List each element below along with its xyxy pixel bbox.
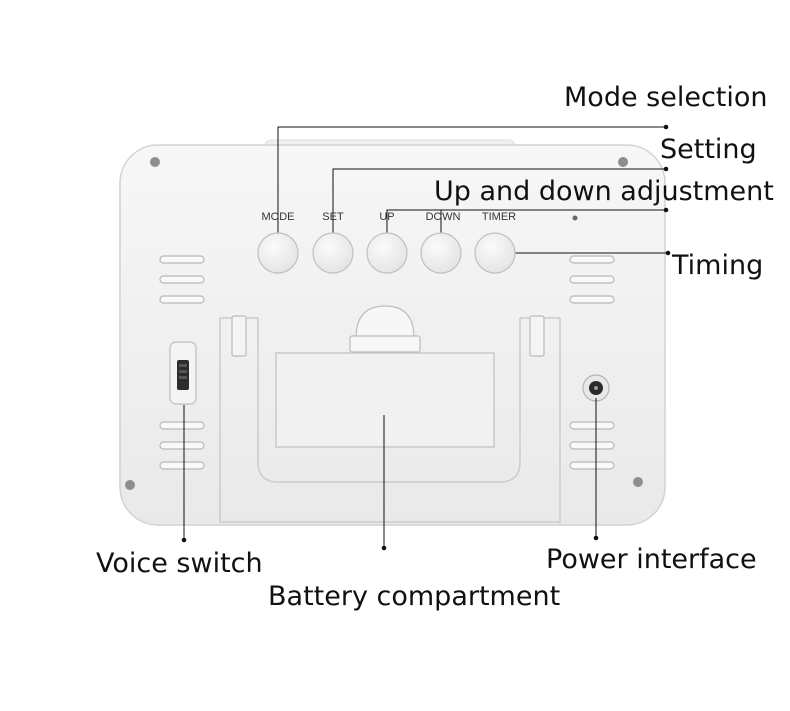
mode-button[interactable] [257, 232, 299, 274]
screw-hole-top-left [150, 157, 160, 167]
set-button[interactable] [312, 232, 354, 274]
battery-compartment [275, 352, 495, 448]
leader-lines [181, 124, 671, 551]
up-button-label: UP [379, 211, 395, 223]
stand-latch [349, 305, 421, 353]
voice-switch[interactable] [169, 341, 197, 405]
mode-button-label: MODE [261, 211, 295, 223]
up-button[interactable] [366, 232, 408, 274]
callout-voice-switch: Voice switch [96, 548, 263, 579]
callout-battery: Battery compartment [268, 581, 561, 612]
callout-up-down: Up and down adjustment [434, 176, 774, 207]
screw-hole-bottom-right [633, 477, 643, 487]
screw-hole-bottom-left [125, 480, 135, 490]
mic-hole [572, 215, 578, 221]
down-button[interactable] [420, 232, 462, 274]
callout-mode-selection: Mode selection [564, 82, 768, 113]
screw-hole-top-right [618, 157, 628, 167]
callout-timing: Timing [672, 250, 764, 281]
leader-mode [277, 126, 666, 237]
leader-setting [332, 168, 666, 237]
timer-button[interactable] [474, 232, 516, 274]
callout-power: Power interface [546, 544, 757, 575]
set-button-label: SET [322, 211, 344, 223]
power-jack[interactable] [582, 374, 610, 402]
vent-slots-left-bottom [159, 421, 205, 470]
timer-button-label: TIMER [481, 211, 517, 223]
callout-setting: Setting [660, 134, 757, 165]
vent-slots-right-bottom [569, 421, 615, 470]
button-row [257, 232, 516, 274]
stand-hinges [231, 315, 545, 357]
down-button-label: DOWN [425, 211, 461, 223]
vent-slots-right-top [569, 255, 615, 304]
leader-up [386, 209, 666, 237]
vent-slots-left-top [159, 255, 205, 304]
